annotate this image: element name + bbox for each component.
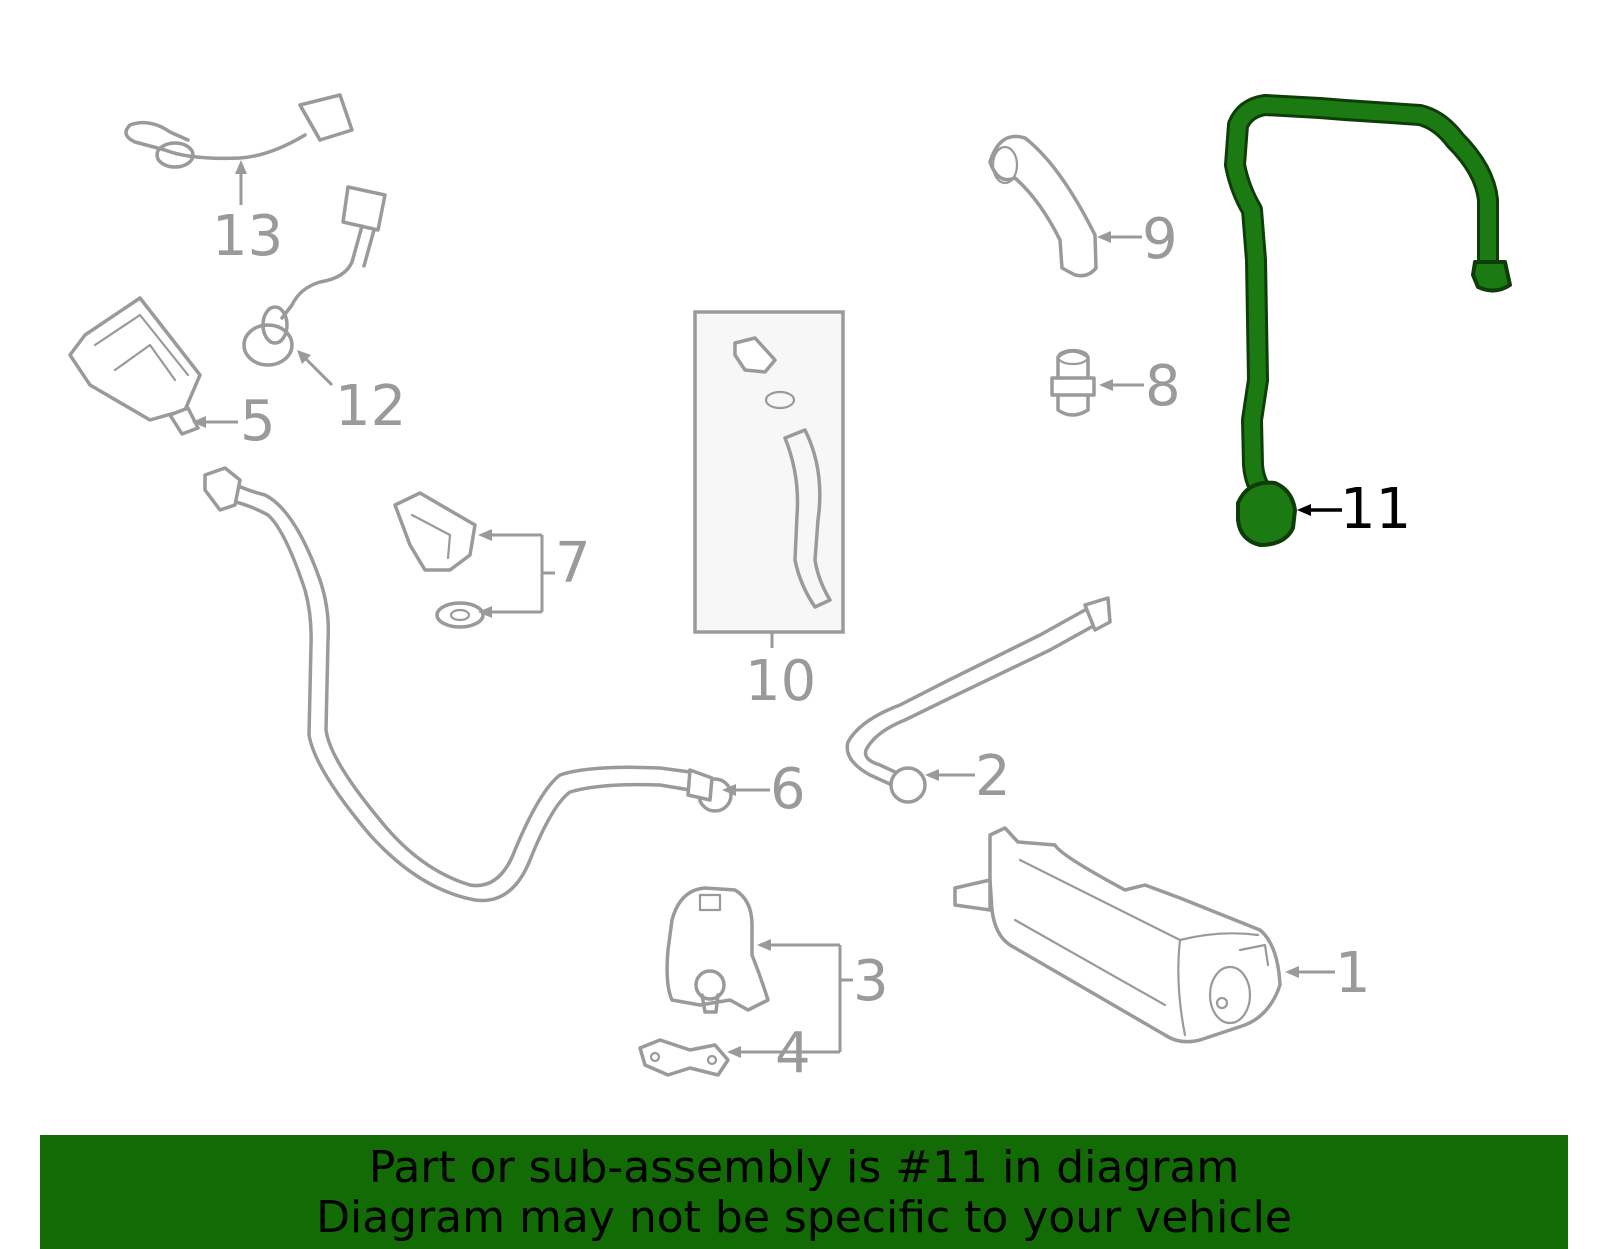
callout-6: 6 [722, 757, 806, 822]
part-9-elbow-hose[interactable] [988, 134, 1098, 278]
part-1-charcoal-canister[interactable] [953, 826, 1282, 1044]
part-8-check-valve[interactable] [1050, 348, 1096, 417]
callout-12: 12 [297, 350, 406, 439]
callout-3-label: 3 [853, 949, 889, 1014]
part-5-control-module[interactable] [68, 296, 202, 436]
part-13-wire-harness[interactable] [124, 93, 354, 169]
callout-13: 13 [212, 160, 283, 269]
callout-7-label: 7 [555, 531, 591, 596]
callout-2-label: 2 [975, 744, 1011, 809]
banner-line-2: Diagram may not be specific to your vehi… [316, 1192, 1292, 1243]
part-2-purge-hose[interactable] [845, 596, 1112, 804]
banner-line-1: Part or sub-assembly is #11 in diagram [368, 1142, 1240, 1193]
callout-11: 11 [1297, 477, 1411, 542]
callout-8: 8 [1099, 354, 1181, 419]
callout-5-label: 5 [240, 389, 276, 454]
callout-1-label: 1 [1335, 941, 1371, 1006]
callout-11-label: 11 [1340, 477, 1411, 542]
callout-1: 1 [1285, 941, 1371, 1006]
callout-10-label: 10 [745, 649, 816, 714]
info-banner: Part or sub-assembly is #11 in diagram D… [40, 1135, 1568, 1249]
callout-4-label: 4 [775, 1021, 811, 1086]
callout-8-label: 8 [1145, 354, 1181, 419]
callout-2: 2 [925, 744, 1011, 809]
callout-5: 5 [192, 389, 276, 454]
part-3-purge-valve[interactable] [665, 886, 770, 1014]
part-6-vapor-hose[interactable] [203, 466, 733, 903]
callout-6-label: 6 [770, 757, 806, 822]
callout-9-label: 9 [1142, 207, 1178, 272]
callout-3-4: 3 4 [727, 939, 889, 1086]
part-4-bracket[interactable] [638, 1038, 730, 1077]
part-12-oxygen-sensor[interactable] [242, 185, 387, 367]
callout-12-label: 12 [335, 374, 406, 439]
part-11-vent-hose-highlighted[interactable] [1224, 94, 1512, 547]
callout-13-label: 13 [212, 204, 283, 269]
callout-7: 7 [478, 529, 591, 618]
callout-9: 9 [1097, 207, 1178, 272]
part-7-valve[interactable] [393, 491, 485, 629]
callout-10: 10 [745, 632, 816, 714]
part-10-hose-kit[interactable] [693, 310, 845, 634]
